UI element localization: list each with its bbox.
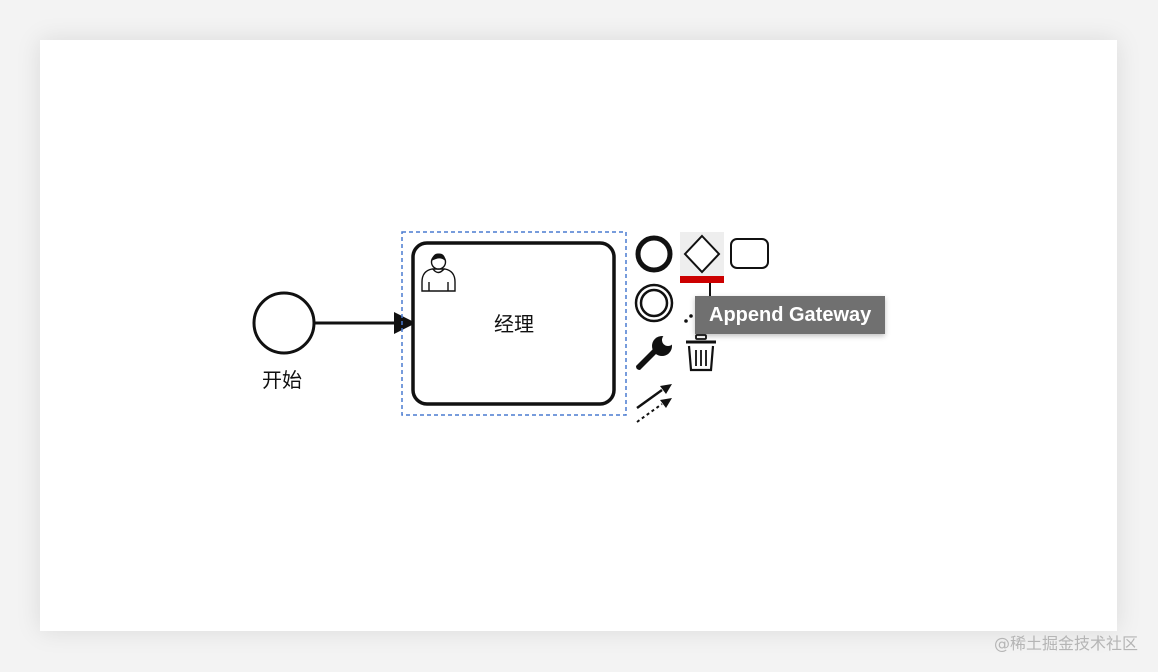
append-end-event-button[interactable] (633, 233, 675, 275)
intermediate-event-icon (634, 283, 674, 323)
delete-button[interactable] (680, 333, 724, 375)
wrench-icon (636, 334, 674, 370)
end-event-icon (635, 235, 673, 273)
change-type-button[interactable] (633, 333, 675, 375)
trash-icon (686, 334, 716, 372)
append-text-annotation-button[interactable] (680, 282, 724, 324)
task-icon (730, 238, 769, 269)
text-annotation-icon (684, 283, 711, 323)
append-intermediate-event-button[interactable] (633, 282, 675, 324)
start-event-label: 开始 (262, 368, 302, 392)
append-gateway-button[interactable] (680, 232, 724, 283)
context-pad (633, 232, 773, 426)
start-event[interactable] (252, 291, 316, 355)
sequence-flow[interactable] (314, 312, 416, 334)
tooltip: Append Gateway (695, 296, 886, 334)
watermark: @稀土掘金技术社区 (993, 634, 1138, 653)
connect-arrow-icon (636, 384, 672, 423)
user-task[interactable] (411, 241, 616, 406)
selection-outline (401, 231, 627, 416)
user-icon (421, 253, 456, 292)
gateway-icon (683, 234, 721, 274)
append-task-button[interactable] (727, 233, 773, 275)
connect-button[interactable] (633, 380, 675, 426)
task-label: 经理 (494, 312, 534, 336)
